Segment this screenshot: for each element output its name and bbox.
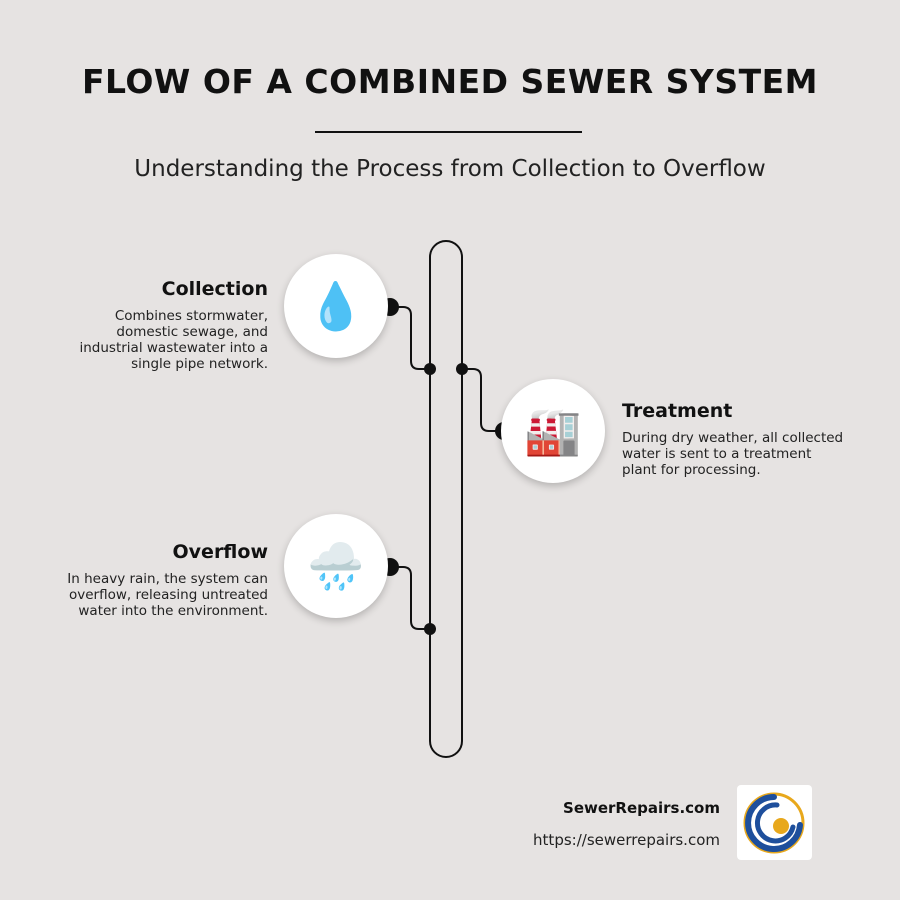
treatment-title: Treatment xyxy=(622,400,733,422)
treatment-junction xyxy=(456,363,468,375)
overflow-description: In heavy rain, the system can overflow, … xyxy=(67,571,268,619)
overflow-connector xyxy=(390,566,430,630)
factory-icon: 🏭 xyxy=(501,379,605,483)
sewer-repairs-logo-icon xyxy=(737,785,812,860)
overflow-junction xyxy=(424,623,436,635)
brand-name: SewerRepairs.com xyxy=(563,799,720,817)
title-divider xyxy=(315,131,582,133)
water-drop-icon: 💧 xyxy=(284,254,388,358)
pipe-loop xyxy=(429,240,463,758)
collection-connector xyxy=(390,306,430,370)
treatment-description: During dry weather, all collected water … xyxy=(622,430,844,478)
collection-description: Combines stormwater, domestic sewage, an… xyxy=(79,308,269,372)
collection-junction xyxy=(424,363,436,375)
page-subtitle: Understanding the Process from Collectio… xyxy=(134,156,766,182)
page-title: FLOW OF A COMBINED SEWER SYSTEM xyxy=(81,62,818,101)
treatment-connector xyxy=(462,368,504,432)
collection-title: Collection xyxy=(161,278,268,300)
brand-url[interactable]: https://sewerrepairs.com xyxy=(533,831,720,849)
overflow-title: Overflow xyxy=(172,541,268,563)
logo-mark xyxy=(743,792,805,854)
rain-cloud-icon: 🌧️ xyxy=(284,514,388,618)
